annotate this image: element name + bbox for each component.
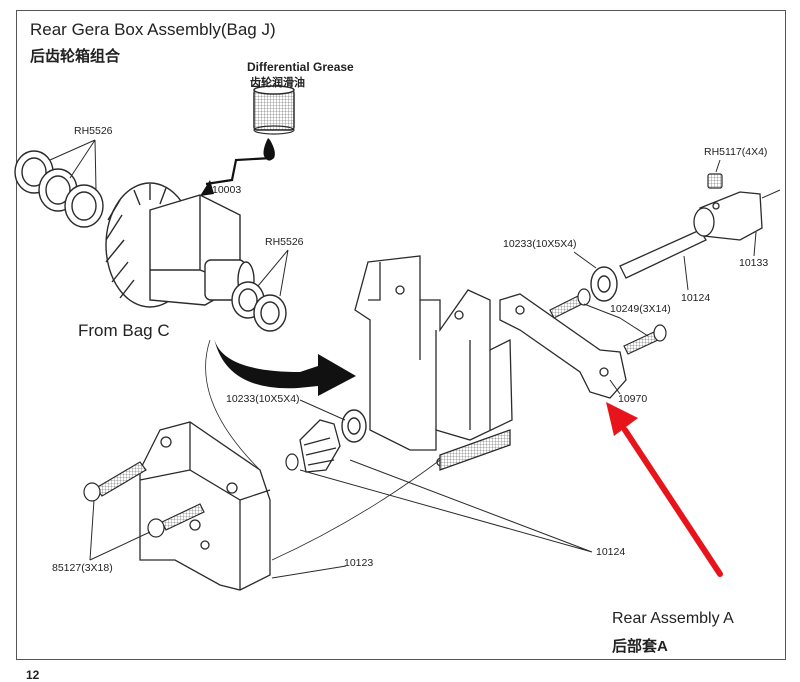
pointer-arrow-icon bbox=[606, 402, 723, 577]
label-10124-bottom: 10124 bbox=[596, 546, 626, 558]
drive-shaft bbox=[619, 229, 707, 279]
from-bag-label: From Bag C bbox=[78, 321, 170, 340]
page-number: 12 bbox=[26, 668, 40, 682]
mount-arm bbox=[499, 293, 627, 399]
title-english: Rear Gera Box Assembly(Bag J) bbox=[30, 20, 276, 39]
set-screw bbox=[707, 173, 723, 189]
footer-english: Rear Assembly A bbox=[612, 610, 734, 627]
footer-chinese: 后部套A bbox=[612, 638, 668, 655]
label-10249: 10249(3X14) bbox=[610, 303, 671, 315]
pinion-gear bbox=[299, 419, 341, 473]
label-10233-right: 10233(10X5X4) bbox=[503, 238, 577, 250]
label-85127: 85127(3X18) bbox=[52, 562, 113, 574]
bearing-left bbox=[341, 409, 367, 443]
grease-jar-icon bbox=[253, 85, 295, 135]
shim-stack-left bbox=[14, 150, 104, 228]
rotation-arrow-icon bbox=[214, 338, 356, 396]
screw-10249-b bbox=[623, 324, 667, 355]
label-10233-left: 10233(10X5X4) bbox=[226, 393, 300, 405]
label-10133: 10133 bbox=[739, 257, 769, 269]
differential-assembly bbox=[105, 182, 255, 308]
label-rh5117: RH5117(4X4) bbox=[704, 146, 768, 158]
label-10970: 10970 bbox=[618, 393, 648, 405]
page-border bbox=[16, 10, 786, 660]
output-cup bbox=[693, 191, 763, 241]
e-clip bbox=[285, 453, 299, 471]
label-10003: 10003 bbox=[212, 184, 242, 196]
label-10123: 10123 bbox=[344, 557, 374, 569]
grease-label-chinese: 齿轮润滑油 bbox=[250, 77, 305, 89]
grease-drop-icon bbox=[263, 138, 275, 161]
screw-85127-b bbox=[147, 503, 205, 538]
front-cover-housing bbox=[139, 421, 271, 591]
title-chinese: 后齿轮箱组合 bbox=[30, 48, 121, 65]
label-rh5526-mid: RH5526 bbox=[265, 236, 304, 248]
screw-85127-a bbox=[83, 461, 147, 502]
grease-label-english: Differential Grease bbox=[247, 60, 354, 74]
label-rh5526-top: RH5526 bbox=[74, 125, 113, 137]
label-10124-right: 10124 bbox=[681, 292, 711, 304]
shim-stack-mid bbox=[231, 281, 287, 332]
gearbox-housing bbox=[354, 255, 513, 471]
screw-10249-a bbox=[549, 288, 591, 319]
bearing-right bbox=[590, 266, 618, 302]
